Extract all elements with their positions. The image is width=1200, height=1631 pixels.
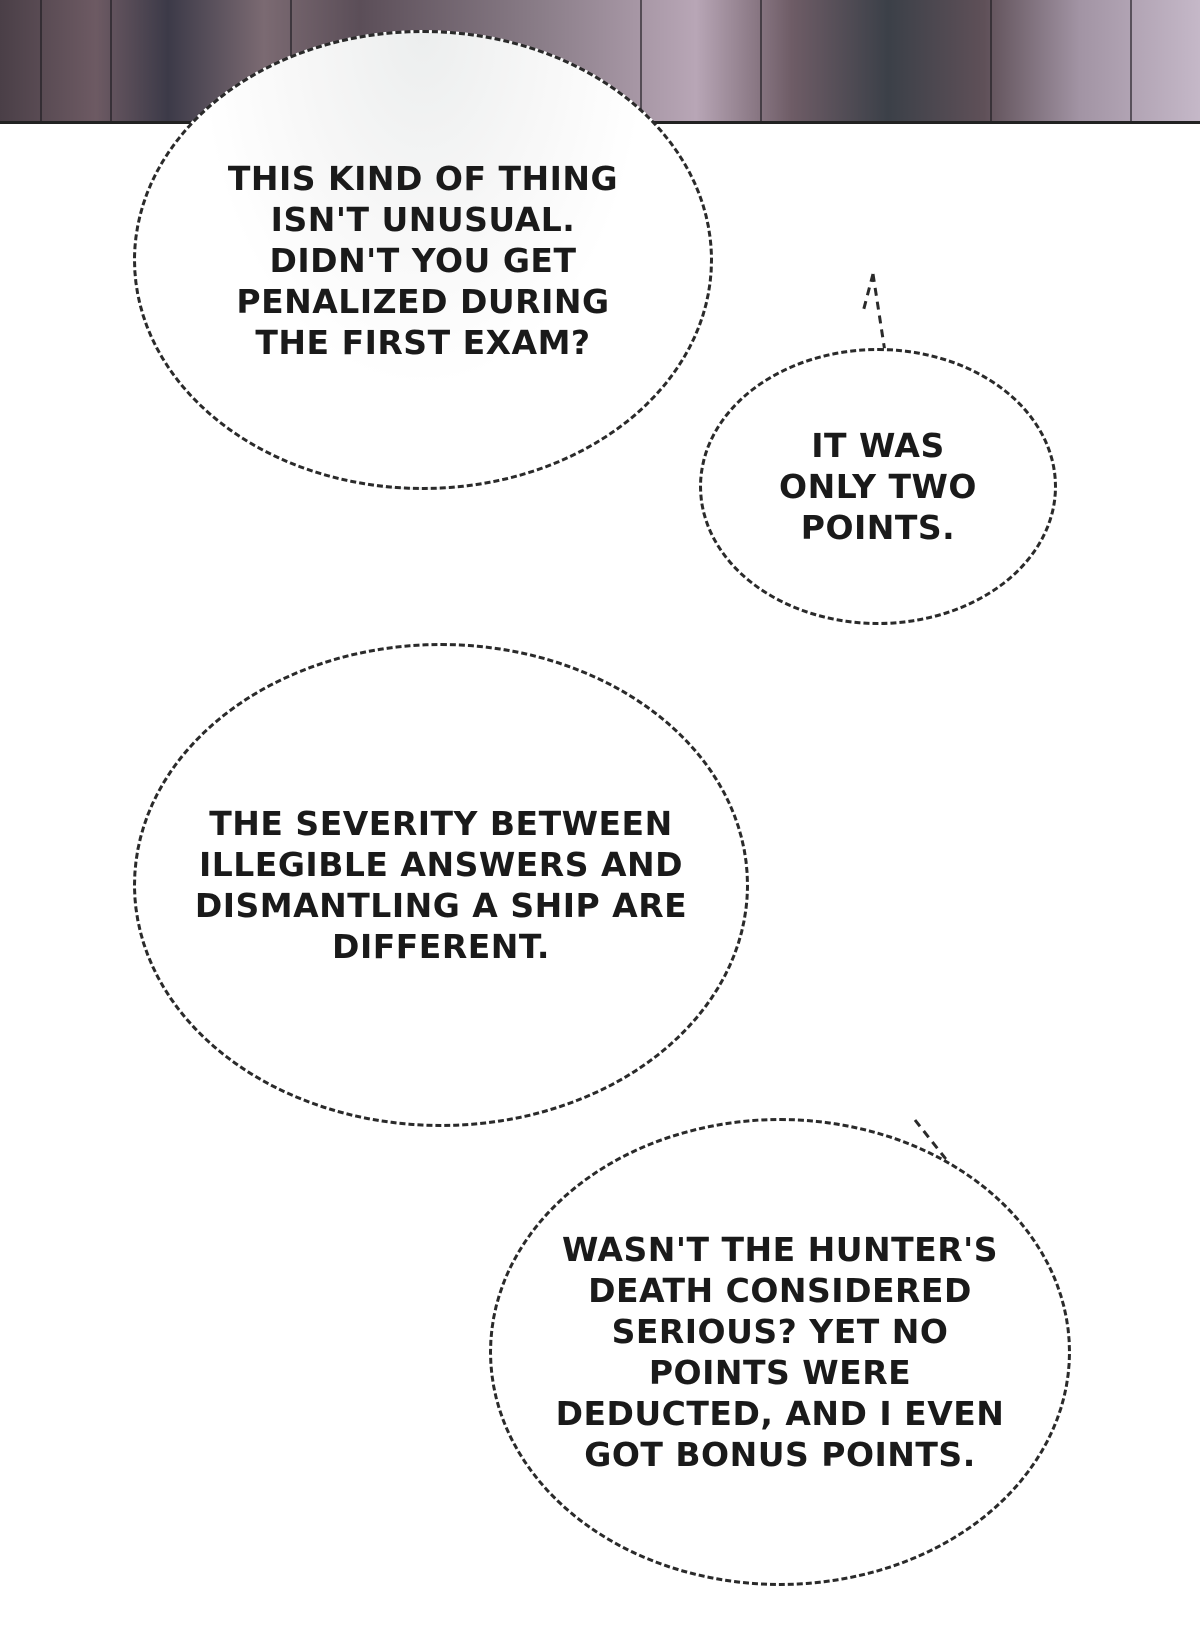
bubble-tail-4 xyxy=(913,1119,947,1201)
bubble-text: The severity between illegible answers a… xyxy=(194,804,688,966)
speech-bubble-2: It was only two points. xyxy=(699,348,1057,625)
speech-bubble-3: The severity between illegible answers a… xyxy=(133,643,749,1127)
speech-bubble-4: Wasn't the Hunter's death considered ser… xyxy=(489,1118,1071,1586)
bubble-text: This kind of thing isn't unusual. Didn't… xyxy=(227,158,619,362)
bubble-text: It was only two points. xyxy=(779,426,977,547)
bubble-text: Wasn't the Hunter's death considered ser… xyxy=(555,1230,1005,1474)
speech-bubble-1: This kind of thing isn't unusual. Didn't… xyxy=(133,30,713,490)
bubble-tail-2 xyxy=(861,273,887,353)
